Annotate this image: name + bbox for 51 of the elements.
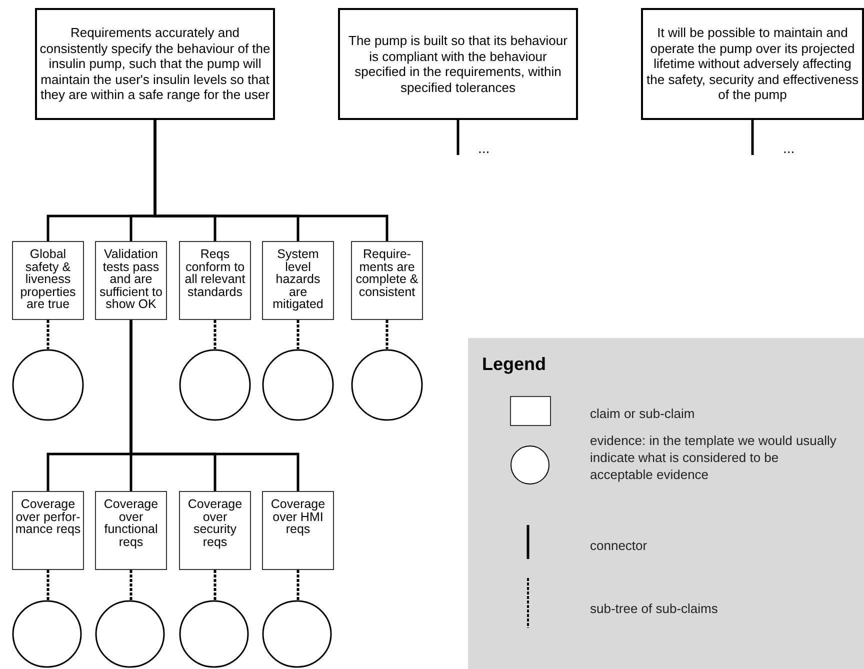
dashed-connector [386,320,388,349]
sub-claim-box [351,241,423,320]
sub-claim-box [179,491,251,570]
claim-box [641,8,864,120]
evidence-circle [12,349,84,421]
claim-text: Validation tests pass and are sufficient to show OK [98,248,164,310]
connector-line [130,320,300,491]
sub-claim-box [179,241,251,320]
dashed-connector [46,320,50,349]
legend-text: connector [590,537,648,554]
evidence-circle [262,600,332,668]
evidence-circle [179,349,251,421]
claim-text: The pump is built so that its behaviour is compliant with the behaviour specified in the requirements, within specified tolerances [348,33,568,95]
sub-claim-box [95,241,167,320]
legend-text: sub-tree of sub-claims [590,600,719,617]
sub-claim-box [12,491,84,570]
evidence-circle [262,349,334,421]
claim-text: Coverage over functional reqs [102,498,160,548]
evidence-circle [95,600,165,668]
sub-claim-box [262,241,334,320]
evidence-circle [12,600,82,668]
sub-claim-box [12,241,84,320]
connector-line [456,120,460,155]
dashed-connector [130,570,132,600]
ellipsis: ... [478,140,490,156]
legend-text: evidence: in the template we would usually indicate what is considered to be acceptable evidence [590,432,838,483]
sub-claim-box [95,491,167,570]
claim-text: Coverage over HMI reqs [270,498,326,536]
dashed-connector [296,320,300,349]
legend-text: claim or sub-claim [590,405,696,422]
dashed-connector [214,320,216,349]
claim-text: Coverage over perfor- mance reqs [15,498,81,536]
dashed-connector [214,570,216,600]
sub-claim-box [262,491,334,570]
dashed-connector [296,570,300,600]
claim-text: It will be possible to maintain and operate the pump over its projected lifetime without adversely affecting the safety, security and effectiveness of the pump [646,25,860,103]
claim-box [35,8,275,120]
claim-text: Coverage over security reqs [186,498,244,548]
ellipsis: ... [783,140,795,156]
claim-text: System level hazards are mitigated [272,248,324,310]
claim-box [338,8,578,120]
evidence-circle [179,600,249,668]
claim-text: Reqs conform to all relevant standards [184,248,246,298]
evidence-circle [351,349,423,421]
claim-text: Require- ments are complete & consistent [354,248,420,298]
claim-text: Requirements accurately and consistently specify the behaviour of the insulin pump, such that the pump will maintain the user's insulin levels so that they are within a safe range for the user [38,25,272,103]
connector-line [751,120,754,155]
dashed-connector [46,570,50,600]
connector-line [154,120,388,241]
claim-text: Global safety & liveness properties are true [19,248,77,310]
legend-title: Legend [482,354,546,375]
